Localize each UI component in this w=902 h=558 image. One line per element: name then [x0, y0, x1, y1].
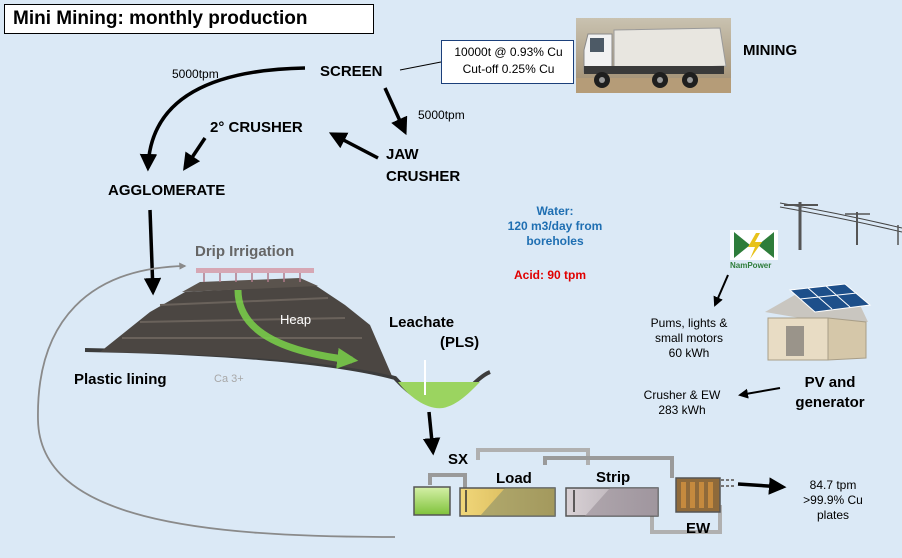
output-line-2: >99.9% Cu: [803, 493, 863, 507]
acid-note: Acid: 90 tpm: [514, 268, 587, 282]
water-line-1: Water:: [536, 204, 574, 218]
jaw-crusher-label-1: JAW: [386, 146, 419, 163]
load-label: Load: [496, 470, 532, 487]
water-line-2: 120 m3/day from: [507, 219, 603, 233]
leachate-label: Leachate: [389, 314, 455, 331]
arrow-screen-to-agglomerate: [139, 66, 306, 172]
drip-pipe-icon: [196, 268, 314, 282]
arrow-pls-to-sx: [422, 411, 441, 456]
pv-line-2: generator: [795, 394, 865, 411]
pumps-line-1: Pums, lights &: [650, 316, 728, 330]
pumps-note: Pums, lights & small motors 60 kWh: [634, 316, 744, 361]
rate-label-right: 5000tpm: [418, 108, 465, 122]
nampower-label: NamPower: [730, 261, 772, 270]
agglomerate-label: AGGLOMERATE: [108, 182, 226, 199]
crusher-ew-line-1: Crusher & EW: [643, 388, 721, 402]
calcium-label: Ca 3+: [214, 373, 244, 385]
output-line-3: plates: [816, 508, 850, 522]
pumps-line-2: small motors: [654, 331, 723, 345]
arrow-nampower-to-pumps: [713, 274, 729, 307]
ore-grade-line: 10000t @ 0.93% Cu: [454, 45, 563, 59]
arrow-screen-to-jaw: [383, 87, 408, 136]
drip-irrigation-label: Drip Irrigation: [195, 243, 295, 260]
rate-label-left: 5000tpm: [172, 67, 219, 81]
jaw-crusher-label-2: CRUSHER: [386, 168, 461, 185]
truck-icon: [576, 18, 731, 93]
screen-label: SCREEN: [320, 63, 383, 80]
secondary-crusher-label: 2° CRUSHER: [210, 119, 303, 136]
output-note: 84.7 tpm >99.9% Cu plates: [790, 478, 876, 523]
title-box: Mini Mining: monthly production: [4, 4, 374, 34]
sx-label: SX: [448, 451, 469, 468]
pls-label: (PLS): [440, 334, 480, 351]
arrow-ore-to-screen: [399, 61, 442, 71]
arrow-agglomerate-to-heap: [143, 209, 162, 296]
sx-ew-plant: [413, 448, 735, 534]
crusher-ew-note: Crusher & EW 283 kWh: [632, 388, 732, 418]
page-title: Mini Mining: monthly production: [13, 8, 308, 29]
water-line-3: boreholes: [526, 234, 584, 248]
arrow-ew-to-plates: [737, 477, 787, 495]
power-pylon-icon: [779, 202, 902, 250]
mining-label: MINING: [743, 42, 798, 59]
heap-pile-icon: [84, 278, 491, 409]
crusher-ew-line-2: 283 kWh: [658, 403, 706, 417]
output-line-1: 84.7 tpm: [809, 478, 857, 492]
ew-label: EW: [686, 520, 711, 537]
ore-grade-box: 10000t @ 0.93% Cu Cut-off 0.25% Cu: [441, 40, 574, 84]
arrow-jaw-to-crusher2: [328, 132, 379, 160]
arrow-crusher2-to-agglomerate: [183, 137, 207, 171]
solar-house-icon: [765, 283, 872, 361]
nampower-logo-icon: [730, 230, 778, 260]
cutoff-grade-line: Cut-off 0.25% Cu: [462, 62, 555, 76]
pv-generator-note: PV and generator: [780, 373, 880, 413]
recycle-loop-line: [37, 262, 396, 538]
strip-label: Strip: [596, 469, 631, 486]
water-note: Water: 120 m3/day from boreholes: [490, 204, 620, 249]
plastic-lining-label: Plastic lining: [74, 371, 167, 388]
arrow-pv-to-crusher-ew: [738, 387, 781, 399]
pv-line-1: PV and: [804, 374, 856, 391]
pumps-line-3: 60 kWh: [668, 346, 710, 360]
heap-label: Heap: [280, 312, 312, 327]
